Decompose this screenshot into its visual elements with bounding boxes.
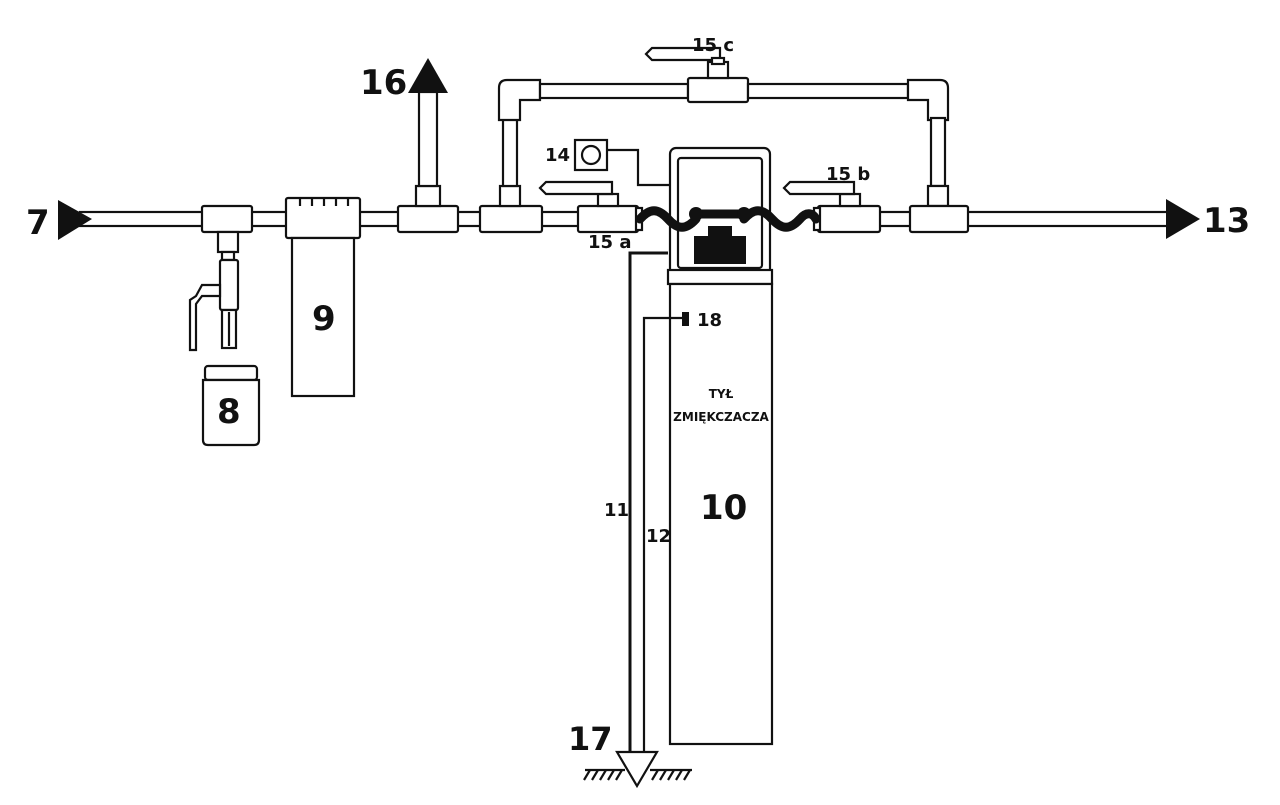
valve-15b[interactable] <box>782 180 882 234</box>
drain-symbol <box>583 750 692 789</box>
item-18-marker <box>682 312 689 326</box>
label-drain: 17 <box>568 720 613 758</box>
softener-text-line2: ZMIĘKCZACZA <box>673 410 769 424</box>
branch-arrow <box>408 58 448 93</box>
outlet-arrow <box>1166 199 1200 239</box>
label-softener: 10 <box>700 488 747 528</box>
label-valve-15a: 15 a <box>588 232 631 253</box>
label-outlet: 13 <box>1203 201 1250 241</box>
valve-15c[interactable] <box>644 46 730 80</box>
bypass-loop <box>478 76 970 234</box>
drain-container <box>201 364 261 447</box>
softener-text-line1: TYŁ <box>709 387 734 401</box>
flex-hoses <box>635 206 821 232</box>
item-14-box <box>573 138 672 187</box>
label-branch: 16 <box>360 63 407 103</box>
inlet-arrow <box>58 200 92 240</box>
label-drain-container: 8 <box>217 392 241 432</box>
drain-line-12 <box>642 316 682 752</box>
label-valve-15b: 15 b <box>826 164 870 185</box>
branch-tee <box>396 90 460 234</box>
label-line-11: 11 <box>604 500 629 521</box>
label-prefilter: 9 <box>312 299 336 339</box>
drain-valve-handle[interactable] <box>188 283 222 352</box>
label-item-18: 18 <box>697 310 722 331</box>
drain-tee <box>200 204 254 350</box>
drain-line-11 <box>628 251 668 752</box>
label-item-14: 14 <box>545 145 570 166</box>
label-valve-15c: 15 c <box>692 35 734 56</box>
label-inlet: 7 <box>26 203 50 243</box>
label-line-12: 12 <box>646 526 671 547</box>
softener-tank <box>668 282 774 746</box>
prefilter <box>284 196 362 398</box>
